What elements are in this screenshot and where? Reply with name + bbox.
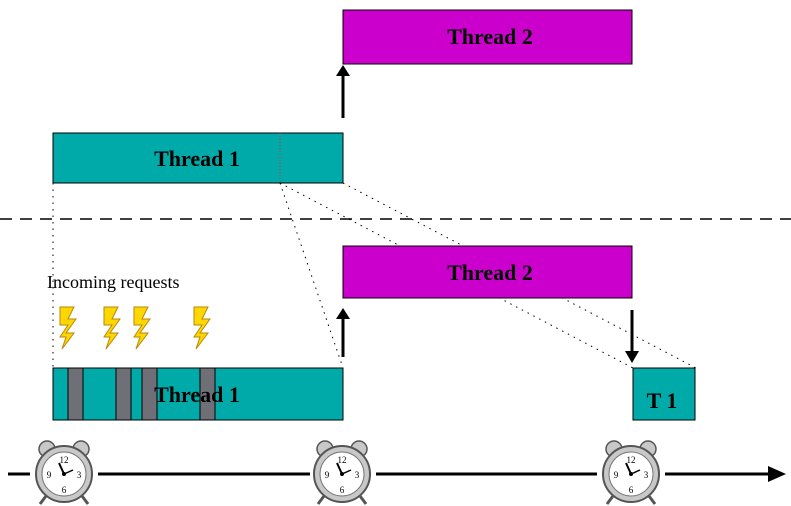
clock-number: 3 bbox=[355, 470, 360, 480]
clock-number: 6 bbox=[340, 485, 345, 495]
t1-label: T 1 bbox=[647, 388, 678, 413]
arrow-up-top-head-icon bbox=[336, 65, 350, 76]
clock-number: 3 bbox=[77, 470, 82, 480]
arrow-down-head-icon bbox=[625, 351, 639, 363]
bottom-thread1-label: Thread 1 bbox=[154, 382, 240, 407]
lightning-bolt-icon bbox=[133, 306, 151, 350]
top-thread1-box bbox=[52, 132, 344, 184]
top-thread1-label: Thread 1 bbox=[154, 146, 240, 171]
timeline-arrow-icon bbox=[768, 466, 786, 482]
lightning-bolt-icon bbox=[103, 306, 121, 350]
top-thread2-label: Thread 2 bbox=[447, 24, 533, 49]
projection-lines bbox=[52, 182, 697, 369]
alarm-clock-icon: 12 3 6 9 bbox=[602, 440, 660, 505]
lightning-bolt-icon bbox=[59, 306, 77, 350]
clock-number: 12 bbox=[338, 455, 347, 465]
clock-number: 12 bbox=[60, 455, 69, 465]
request-slot bbox=[199, 367, 216, 421]
arrow-up-bottom-head-icon bbox=[336, 308, 350, 319]
clock-number: 9 bbox=[47, 470, 52, 480]
clock-number: 3 bbox=[644, 470, 649, 480]
request-slot bbox=[141, 367, 158, 421]
lightning-bolt-icon bbox=[193, 306, 211, 350]
request-slot bbox=[115, 367, 132, 421]
clock-number: 6 bbox=[629, 485, 634, 495]
request-slot bbox=[67, 367, 84, 421]
bottom-thread2-label: Thread 2 bbox=[447, 260, 533, 285]
bottom-thread2-box bbox=[342, 245, 633, 299]
incoming-requests-label: Incoming requests bbox=[47, 272, 179, 292]
clock-number: 6 bbox=[62, 485, 67, 495]
alarm-clock-icon: 12 3 6 9 bbox=[313, 440, 371, 505]
bottom-thread1-box bbox=[52, 367, 344, 421]
top-thread2-box bbox=[342, 9, 633, 65]
clock-number: 9 bbox=[614, 470, 619, 480]
alarm-clock-icon: 12 3 6 9 bbox=[35, 440, 93, 505]
clock-number: 12 bbox=[627, 455, 636, 465]
t1-box bbox=[632, 367, 696, 421]
clock-number: 9 bbox=[325, 470, 330, 480]
